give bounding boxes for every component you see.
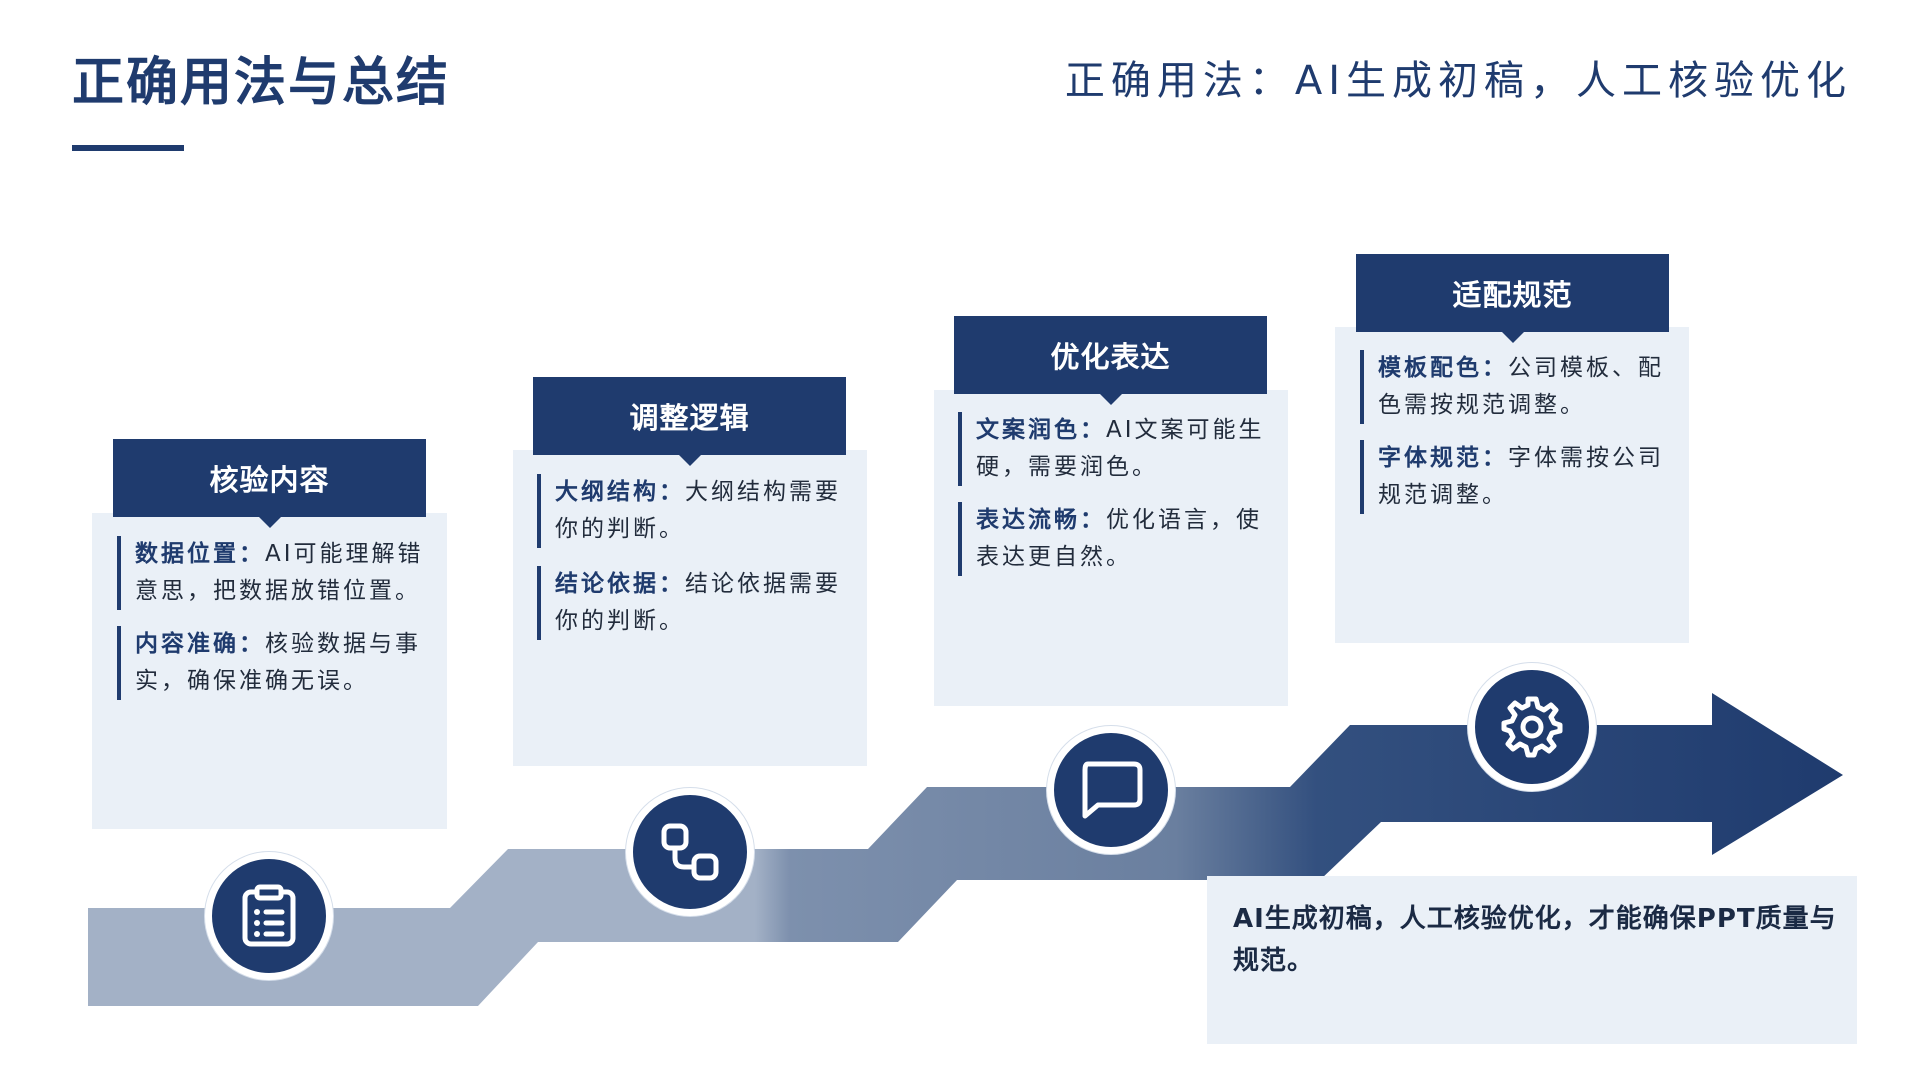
step-card-1	[92, 513, 447, 829]
flow-nodes-icon	[661, 823, 719, 881]
step-3-icon-circle	[1047, 726, 1175, 854]
title-underline	[72, 145, 184, 151]
item-key: 数据位置：	[135, 541, 265, 567]
step-header-3: 优化表达	[954, 316, 1267, 405]
item-text: 核验数据与事实，确保准确无误。	[135, 631, 421, 694]
step-3-item-2: 表达流畅：优化语言，使表达更自然。	[958, 502, 1286, 576]
page-subtitle: 正确用法：AI生成初稿，人工核验优化	[1064, 58, 1852, 104]
step-3-item-1: 文案润色：AI文案可能生硬，需要润色。	[958, 412, 1286, 486]
step-2-icon-circle	[626, 788, 754, 916]
item-key: 文案润色：	[976, 417, 1106, 443]
step-card-2	[513, 450, 867, 766]
item-key: 大纲结构：	[555, 479, 685, 505]
step-2-item-1: 大纲结构：大纲结构需要你的判断。	[537, 474, 865, 548]
item-text: AI可能理解错意思，把数据放错位置。	[135, 541, 424, 604]
step-1-item-1: 数据位置：AI可能理解错意思，把数据放错位置。	[117, 536, 445, 610]
step-card-3	[934, 390, 1288, 706]
item-text: 优化语言，使表达更自然。	[976, 507, 1262, 570]
chat-bubble-icon	[1082, 761, 1143, 819]
item-key: 字体规范：	[1378, 445, 1508, 471]
summary-box: AI生成初稿，人工核验优化，才能确保PPT质量与规范。	[1207, 876, 1857, 1044]
step-header-1: 核验内容	[113, 439, 426, 528]
step-header-4: 适配规范	[1356, 254, 1669, 343]
item-key: 模板配色：	[1378, 355, 1508, 381]
clipboard-list-icon	[242, 884, 296, 947]
step-card-4	[1335, 327, 1689, 643]
staircase-arrow-shape	[88, 693, 1843, 1006]
item-text: 字体需按公司规范调整。	[1378, 445, 1664, 508]
item-text: 结论依据需要你的判断。	[555, 571, 841, 634]
summary-text: AI生成初稿，人工核验优化，才能确保PPT质量与规范。	[1233, 904, 1837, 976]
step-header-2: 调整逻辑	[533, 377, 846, 466]
page-title: 正确用法与总结	[72, 53, 451, 113]
item-key: 内容准确：	[135, 631, 265, 657]
gear-icon	[1501, 696, 1563, 758]
item-text: 大纲结构需要你的判断。	[555, 479, 841, 542]
item-key: 结论依据：	[555, 571, 685, 597]
item-text: 公司模板、配色需按规范调整。	[1378, 355, 1664, 418]
step-4-item-1: 模板配色：公司模板、配色需按规范调整。	[1360, 350, 1688, 424]
step-1-item-2: 内容准确：核验数据与事实，确保准确无误。	[117, 626, 445, 700]
step-4-icon-circle	[1468, 663, 1596, 791]
step-2-item-2: 结论依据：结论依据需要你的判断。	[537, 566, 865, 640]
item-text: AI文案可能生硬，需要润色。	[976, 417, 1265, 480]
step-4-item-2: 字体规范：字体需按公司规范调整。	[1360, 440, 1688, 514]
step-1-icon-circle	[205, 852, 333, 980]
item-key: 表达流畅：	[976, 507, 1106, 533]
